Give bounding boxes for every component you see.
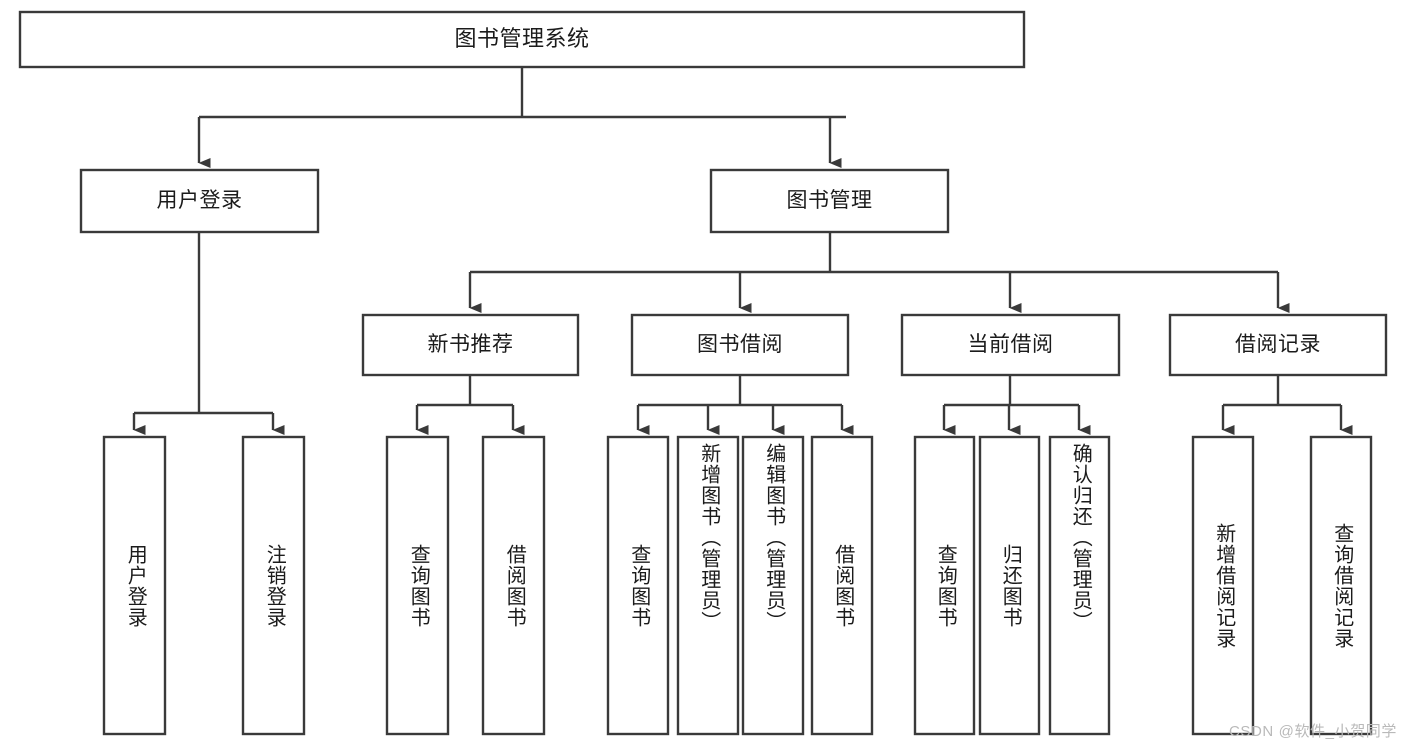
connector-currentborrow-to-leaves — [942, 375, 1091, 435]
leaf-box-new-book-0[interactable] — [385, 435, 450, 736]
leaf-box-borrow-record-1[interactable] — [1309, 435, 1373, 736]
node-book-borrow-box[interactable] — [630, 313, 850, 377]
leaf-box-user-login-0[interactable] — [102, 435, 167, 736]
leaf-box-new-book-1[interactable] — [481, 435, 546, 736]
leaf-box-user-login-1[interactable] — [241, 435, 306, 736]
leaf-box-current-borrow-2[interactable] — [1048, 435, 1111, 736]
connector-bookmgmt-to-level3 — [468, 232, 1290, 313]
node-current-borrow-box[interactable] — [900, 313, 1121, 377]
connector-borrowrecord-to-leaves — [1221, 375, 1353, 435]
leaf-box-current-borrow-0[interactable] — [913, 435, 976, 736]
node-book-management-box[interactable] — [709, 168, 950, 234]
connector-root-to-level2 — [197, 67, 846, 168]
leaf-box-book-borrow-3[interactable] — [810, 435, 874, 736]
node-user-login-box[interactable] — [79, 168, 320, 234]
node-root-box[interactable] — [18, 10, 1026, 69]
node-borrow-record-box[interactable] — [1168, 313, 1388, 377]
leaf-box-book-borrow-2[interactable] — [741, 435, 805, 736]
connector-userlogin-to-leaves — [132, 232, 285, 435]
leaf-box-book-borrow-1[interactable] — [676, 435, 740, 736]
connector-newbook-to-leaves — [415, 375, 525, 435]
leaf-box-borrow-record-0[interactable] — [1191, 435, 1255, 736]
leaf-box-book-borrow-0[interactable] — [606, 435, 670, 736]
node-new-book-box[interactable] — [361, 313, 580, 377]
leaf-box-current-borrow-1[interactable] — [978, 435, 1041, 736]
connector-bookborrow-to-leaves — [636, 375, 854, 435]
